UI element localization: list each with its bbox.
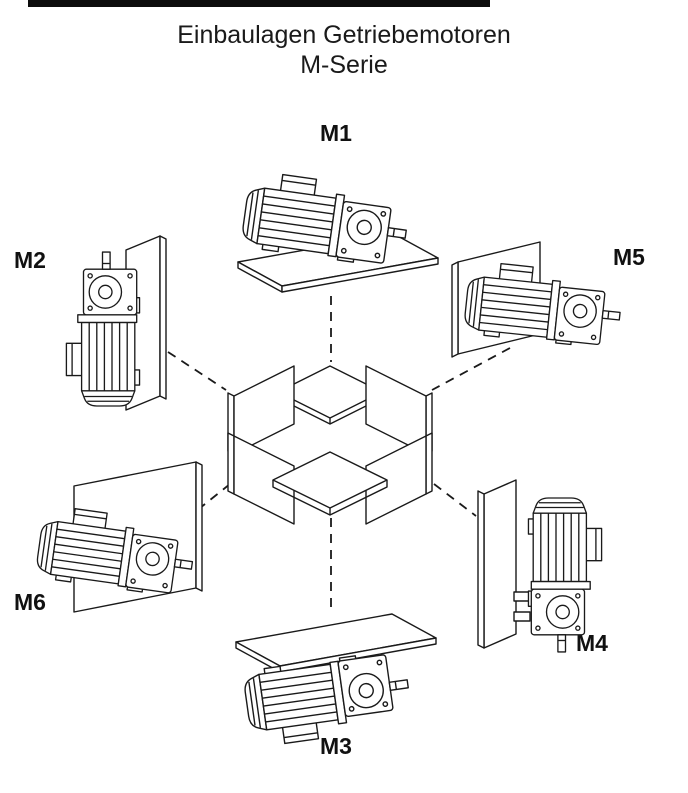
diagram-subtitle: M-Serie [300, 51, 388, 79]
motor-m6-illustration [34, 461, 203, 613]
motor-m1-illustration [237, 169, 439, 293]
label-m6: M6 [14, 589, 46, 615]
link-m2-line [167, 351, 227, 391]
label-m2: M2 [14, 247, 46, 273]
motor-m5-illustration [451, 241, 625, 358]
mounting-cube [227, 365, 433, 525]
label-m5: M5 [613, 244, 645, 270]
motor-m4-illustration [477, 479, 603, 653]
diagram-title: Einbaulagen Getriebemotoren [177, 21, 511, 49]
dashed-links [167, 296, 511, 610]
label-m3: M3 [320, 733, 352, 759]
label-m1: M1 [320, 120, 352, 146]
motor-m2-illustration [65, 235, 167, 411]
link-m6-line [199, 483, 231, 509]
top-edge-artifact [28, 0, 490, 7]
link-m5-line [431, 347, 511, 391]
link-m4-line [433, 483, 477, 517]
motor-m3-illustration [235, 613, 437, 749]
